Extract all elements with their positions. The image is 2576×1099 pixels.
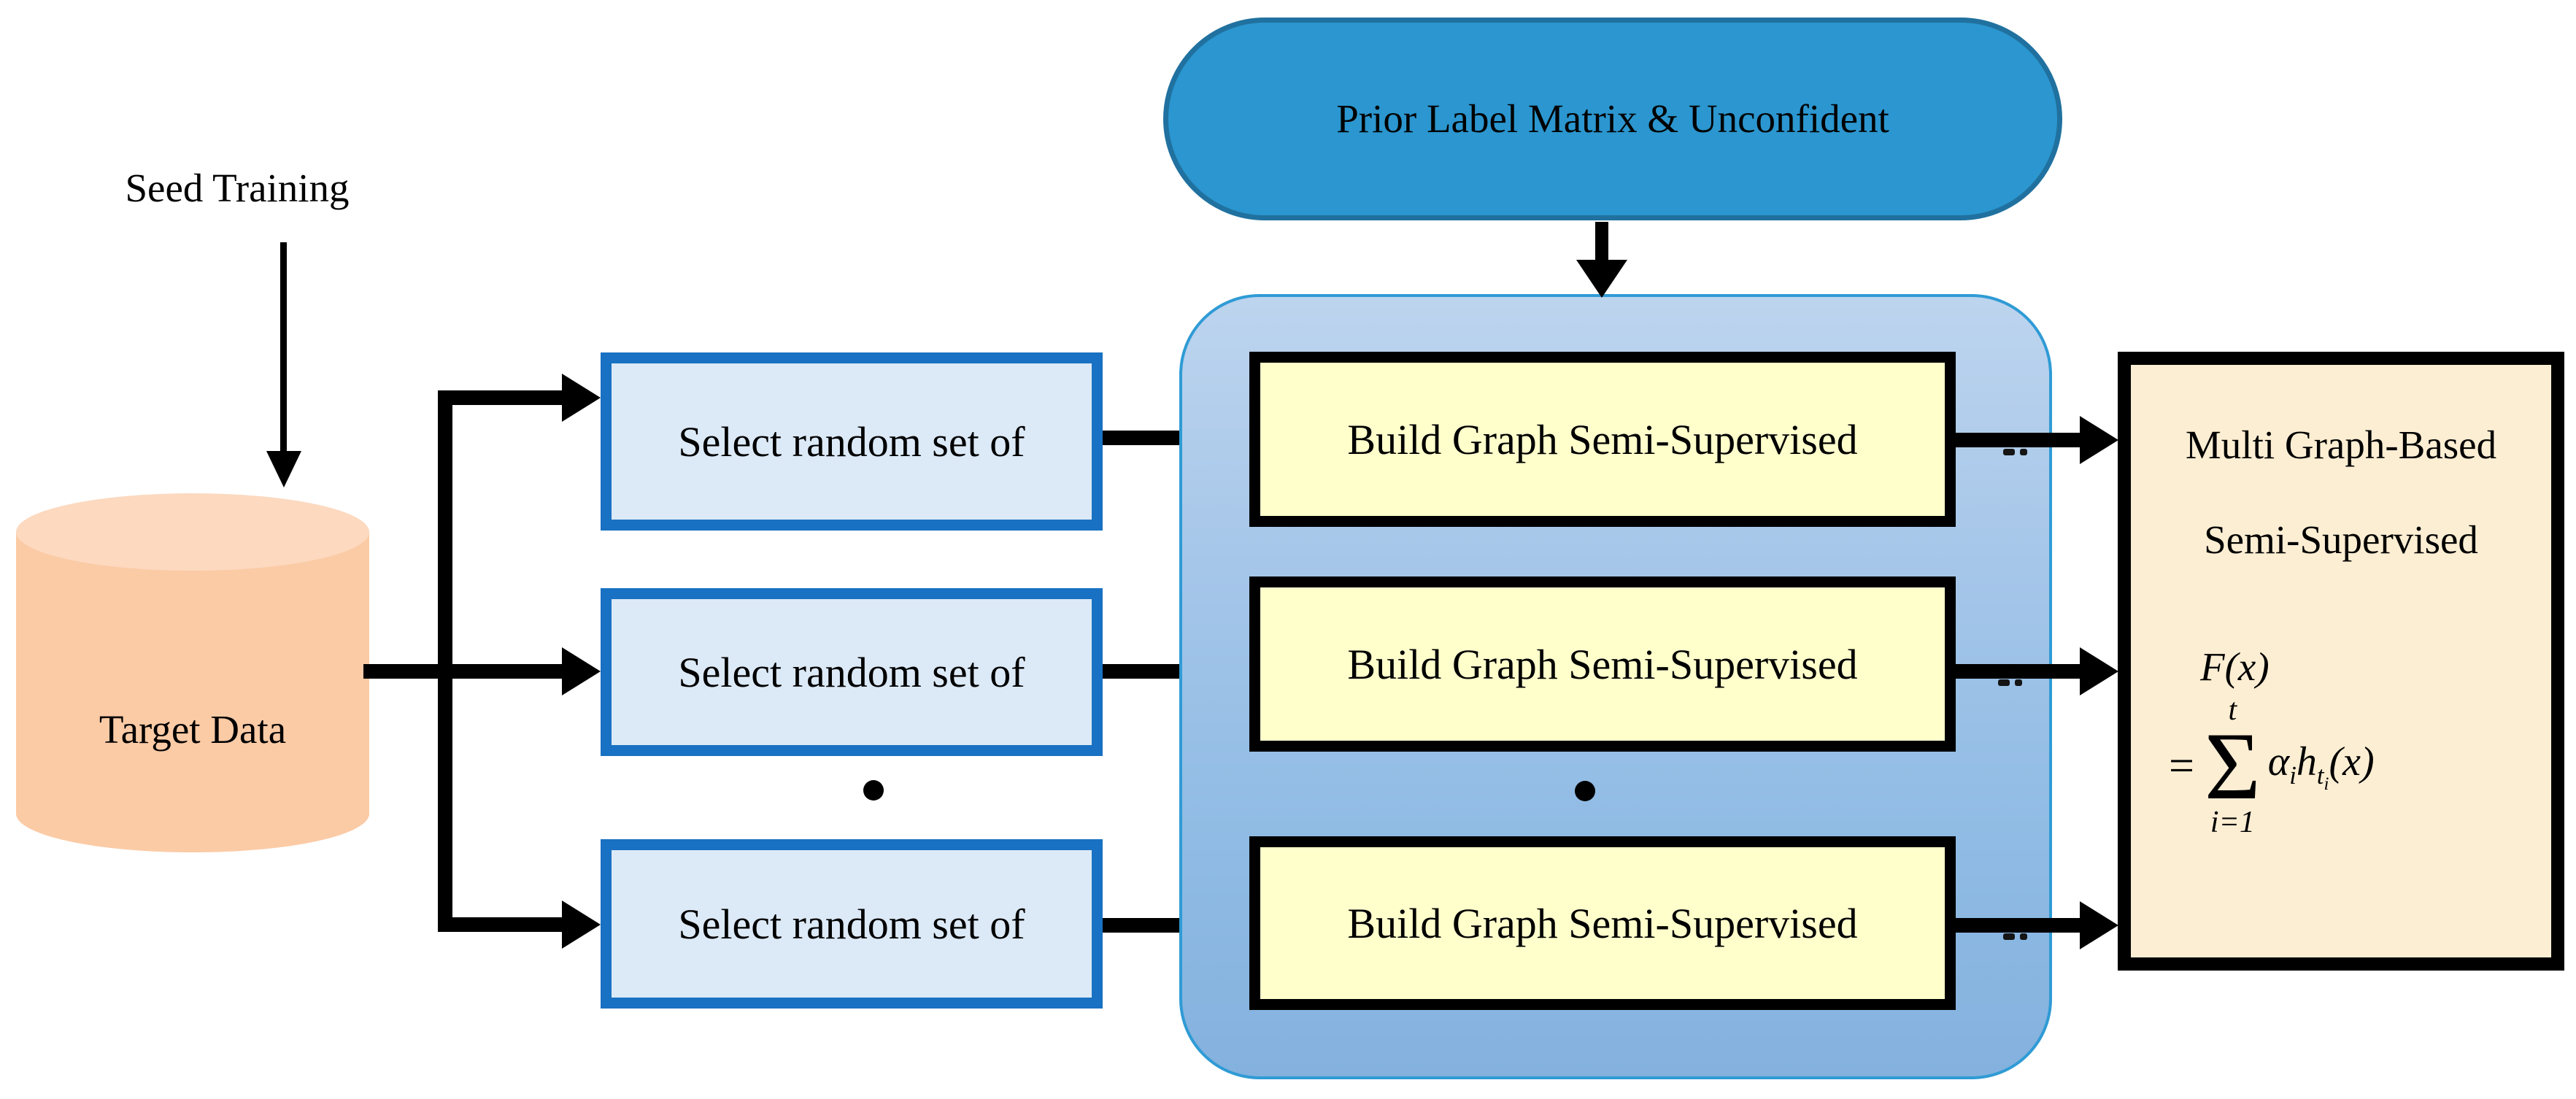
formula-lower-limit: i=1 [2210,806,2255,840]
formula-h-sub: ti [2316,760,2329,794]
build-graph-box-1-label: Build Graph Semi-Supervised [1347,415,1858,463]
formula-alpha-sub: i [2289,760,2297,790]
build-to-final-arrow-1-line [1956,433,2080,447]
formula-terms: αihti(x) [2268,739,2375,795]
final-box-line2: Semi-Supervised [2204,517,2478,562]
seed-arrow-shaft [280,242,287,452]
build-to-final-arrow-3-label-mark2 [2020,933,2027,940]
build-to-final-arrow-1-label-mark [2003,449,2015,455]
formula-h-sub-t: t [2316,760,2324,790]
select-random-box-2-label: Select random set of [678,648,1025,696]
branch-arm-1-arrowhead-icon [562,374,601,422]
multi-graph-final-box: Multi Graph-Based Semi-Supervised F(x) =… [2118,352,2564,971]
target-data-label: Target Data [99,707,287,752]
build-to-final-arrow-2-arrowhead-icon [2080,647,2118,695]
prior-to-container-arrow-shaft [1595,222,1608,261]
formula-tail: (x) [2329,739,2375,784]
seed-training-label: Seed Training [125,166,350,211]
build-to-final-arrow-1-label-mark2 [2020,449,2027,455]
build-to-final-arrow-3-label-mark [2003,933,2015,940]
build-to-final-arrow-3-line [1956,918,2080,933]
target-data-cylinder-bottom [16,775,369,852]
formula-alpha: α [2267,739,2290,784]
formula-upper-limit: t [2228,693,2237,727]
prior-label-node: Prior Label Matrix & Unconfident [1163,18,2062,220]
branch-arm-3-line [438,917,562,932]
build-to-final-arrow-1-arrowhead-icon [2080,416,2118,464]
branch-arm-2-arrowhead-icon [562,647,601,695]
target-data-cylinder-top [16,493,369,571]
build-to-final-arrow-2-label-mark [1998,679,2010,686]
formula-sigma: Σ [2204,712,2261,820]
branch-arm-1-line [438,390,562,405]
branch-arm-3-arrowhead-icon [562,901,601,949]
branch-trunk-line [438,390,452,932]
seed-arrowhead-icon [266,451,301,487]
build-to-final-arrow-3-arrowhead-icon [2080,901,2118,949]
formula-h: h [2296,739,2317,784]
final-box-line1: Multi Graph-Based [2185,423,2497,467]
build-graph-box-2-label: Build Graph Semi-Supervised [1347,640,1858,688]
select-ellipsis-dot [863,780,884,801]
formula-h-subsub-i: i [2324,774,2329,794]
formula-equals: = [2169,741,2194,791]
build-to-final-arrow-2-label-mark2 [2015,679,2022,686]
final-box-formula: = t Σ i=1 αihti(x) [2169,695,2375,838]
target-data-cylinder-body [16,532,369,815]
build-graph-box-2: Build Graph Semi-Supervised [1249,577,1956,752]
prior-to-container-arrowhead-icon [1576,260,1627,298]
select-random-box-1-label: Select random set of [678,417,1025,466]
select-random-box-3: Select random set of [601,839,1103,1009]
select-random-box-2: Select random set of [601,588,1103,756]
select-random-box-1: Select random set of [601,352,1103,531]
build-ellipsis-dot [1575,781,1595,801]
build-to-final-arrow-2-line [1956,664,2080,679]
prior-label-node-label: Prior Label Matrix & Unconfident [1336,96,1889,142]
build-graph-box-1: Build Graph Semi-Supervised [1249,352,1956,527]
formula-sum-block: t Σ i=1 [2205,695,2261,838]
build-graph-box-3-label: Build Graph Semi-Supervised [1347,899,1858,947]
final-box-fx: F(x) [2200,644,2270,689]
branch-arm-2-line [363,664,562,679]
build-graph-box-3: Build Graph Semi-Supervised [1249,836,1956,1010]
select-random-box-3-label: Select random set of [678,900,1025,948]
